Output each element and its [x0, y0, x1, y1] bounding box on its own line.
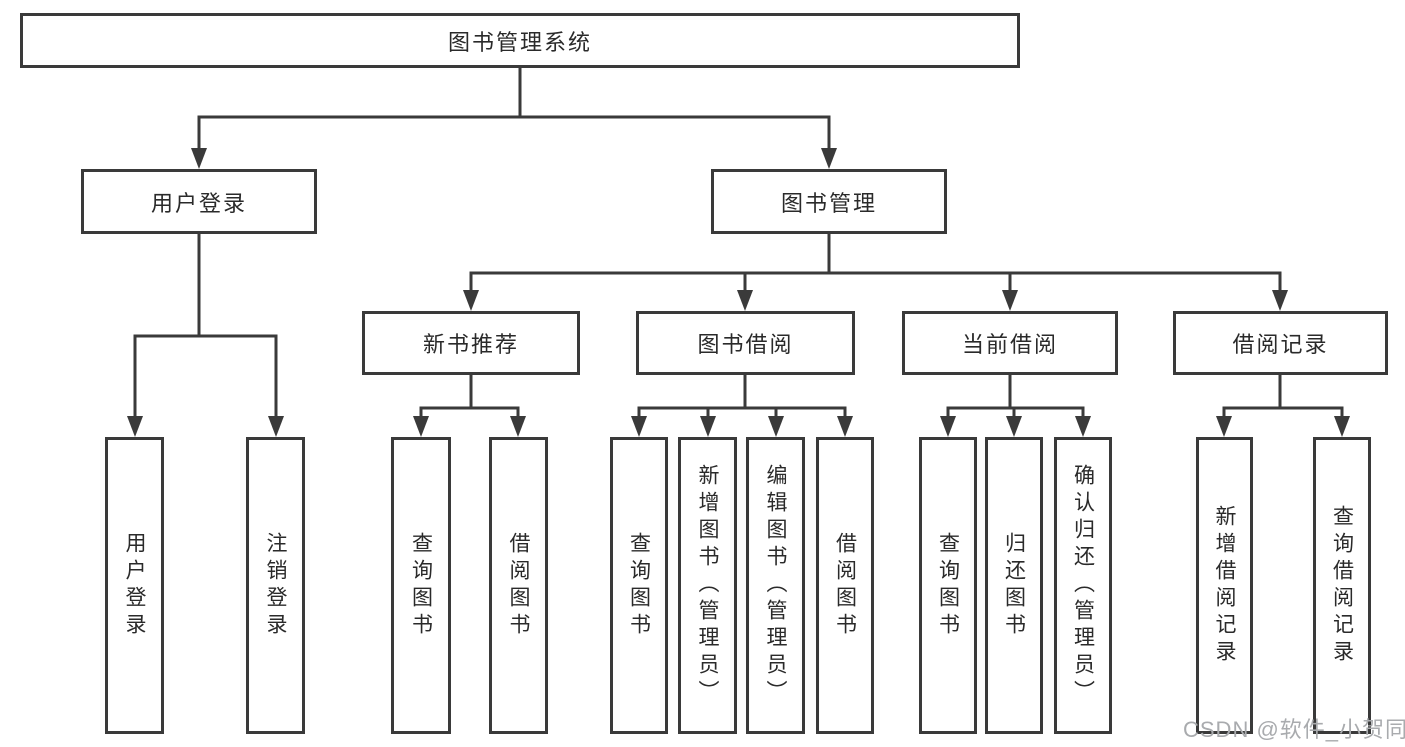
arrow-icon: [191, 148, 207, 169]
node-user-login: 用户登录: [81, 169, 317, 234]
node-label: 查询图书: [936, 531, 960, 640]
arrow-icon: [940, 416, 956, 437]
arrow-icon: [127, 416, 143, 437]
leaf-return-books: 归还图书: [985, 437, 1043, 734]
arrow-icon: [1006, 416, 1022, 437]
leaf-query-books-current: 查询图书: [919, 437, 977, 734]
leaf-user-login: 用户登录: [105, 437, 164, 734]
leaf-add-books-admin: 新增图书（管理员）: [678, 437, 737, 734]
node-label: 用户登录: [123, 531, 146, 640]
arrow-icon: [1334, 416, 1350, 437]
node-label: 新增借阅记录: [1213, 504, 1236, 667]
node-label: 借阅图书: [507, 531, 530, 640]
arrow-icon: [1216, 416, 1232, 437]
leaf-add-borrow-record: 新增借阅记录: [1196, 437, 1253, 734]
arrow-icon: [510, 416, 526, 437]
arrow-icon: [821, 148, 837, 169]
node-book-borrowing: 图书借阅: [636, 311, 855, 375]
arrow-icon: [1272, 290, 1288, 311]
leaf-query-borrow-record: 查询借阅记录: [1313, 437, 1371, 734]
leaf-borrow-books: 借阅图书: [816, 437, 874, 734]
arrow-icon: [413, 416, 429, 437]
node-label: 新书推荐: [422, 332, 519, 357]
node-borrowing-records: 借阅记录: [1173, 311, 1388, 375]
edge-records-bus: [1222, 373, 1344, 420]
node-new-book-recommend: 新书推荐: [362, 311, 580, 375]
node-label: 注销登录: [264, 531, 287, 640]
node-library-management-system: 图书管理系统: [20, 13, 1020, 68]
node-label: 查询图书: [627, 531, 651, 640]
arrow-icon: [837, 416, 853, 437]
arrow-icon: [768, 416, 784, 437]
arrow-icon: [631, 416, 647, 437]
edge-borrow-bus: [637, 373, 847, 420]
edge-bookmgmt-bus: [469, 232, 1282, 295]
node-label: 借阅记录: [1232, 332, 1329, 357]
node-label: 编辑图书（管理员）: [764, 464, 787, 707]
node-book-management: 图书管理: [711, 169, 947, 234]
node-label: 查询图书: [409, 531, 433, 640]
edge-userlogin-bus: [133, 232, 278, 420]
node-label: 借阅图书: [833, 531, 857, 640]
arrow-icon: [737, 290, 753, 311]
csdn-watermark: CSDN @软件_小贺同学: [1183, 717, 1405, 742]
arrow-icon: [463, 290, 479, 311]
edge-current-bus: [946, 373, 1085, 420]
node-label: 确认归还（管理员）: [1071, 464, 1095, 707]
leaf-query-books-recommend: 查询图书: [391, 437, 451, 734]
node-label: 用户登录: [150, 190, 247, 216]
node-label: 图书借阅: [697, 332, 794, 357]
node-label: 新增图书（管理员）: [696, 464, 719, 707]
leaf-logout: 注销登录: [246, 437, 305, 734]
arrow-icon: [1075, 416, 1091, 437]
node-label: 查询借阅记录: [1330, 504, 1354, 667]
leaf-query-books-borrowing: 查询图书: [610, 437, 668, 734]
leaf-borrow-books-recommend: 借阅图书: [489, 437, 548, 734]
arrow-icon: [1002, 290, 1018, 311]
node-label: 当前借阅: [961, 332, 1058, 357]
edge-root-bus: [197, 66, 831, 152]
leaf-confirm-return-admin: 确认归还（管理员）: [1054, 437, 1112, 734]
node-current-borrowing: 当前借阅: [902, 311, 1118, 375]
node-label: 图书管理: [780, 190, 877, 216]
edge-newbook-bus: [419, 373, 520, 420]
leaf-edit-books-admin: 编辑图书（管理员）: [746, 437, 805, 734]
node-label: 归还图书: [1002, 531, 1026, 640]
arrow-icon: [700, 416, 716, 437]
arrow-icon: [268, 416, 284, 437]
node-label: 图书管理系统: [447, 29, 592, 55]
